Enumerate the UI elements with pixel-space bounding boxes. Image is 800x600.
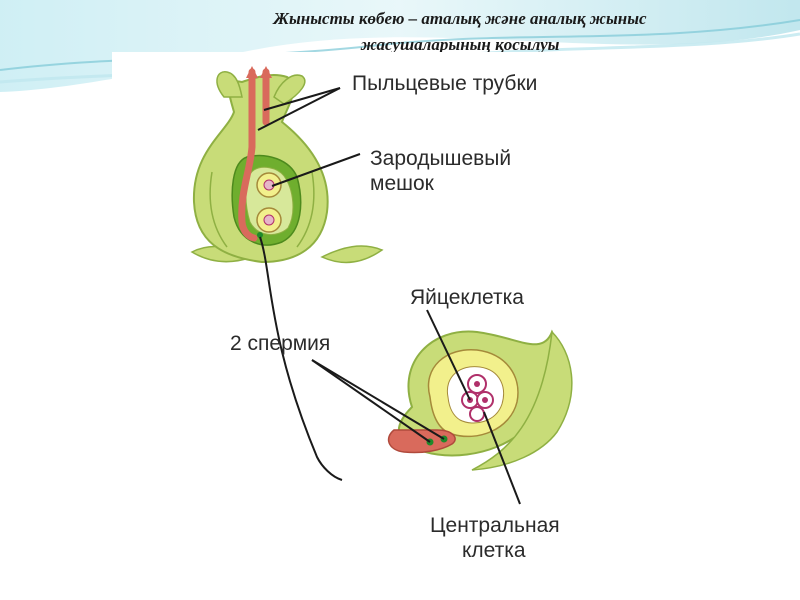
- label-two-sperm: 2 спермия: [230, 332, 330, 355]
- fertilization-diagram: Пыльцевые трубки Зародышевый мешок Яйцек…: [112, 52, 678, 598]
- upper-ovule-illustration: [192, 66, 382, 262]
- label-egg-cell: Яйцеклетка: [410, 286, 524, 309]
- label-pollen-tubes: Пыльцевые трубки: [352, 72, 537, 95]
- slide-title-line-1: Жынысты көбею – аталық және аналық жыныс: [200, 6, 720, 32]
- slide-title: Жынысты көбею – аталық және аналық жыныс…: [200, 6, 720, 58]
- label-embryo-sac-line-1: Зародышевый: [370, 147, 511, 170]
- label-central-cell-line-1: Центральная: [430, 514, 560, 537]
- lower-ovule-illustration: [389, 332, 572, 470]
- label-central-cell-line-2: клетка: [462, 539, 526, 562]
- diagram-panel: Пыльцевые трубки Зародышевый мешок Яйцек…: [112, 52, 678, 598]
- label-embryo-sac-line-2: мешок: [370, 172, 435, 195]
